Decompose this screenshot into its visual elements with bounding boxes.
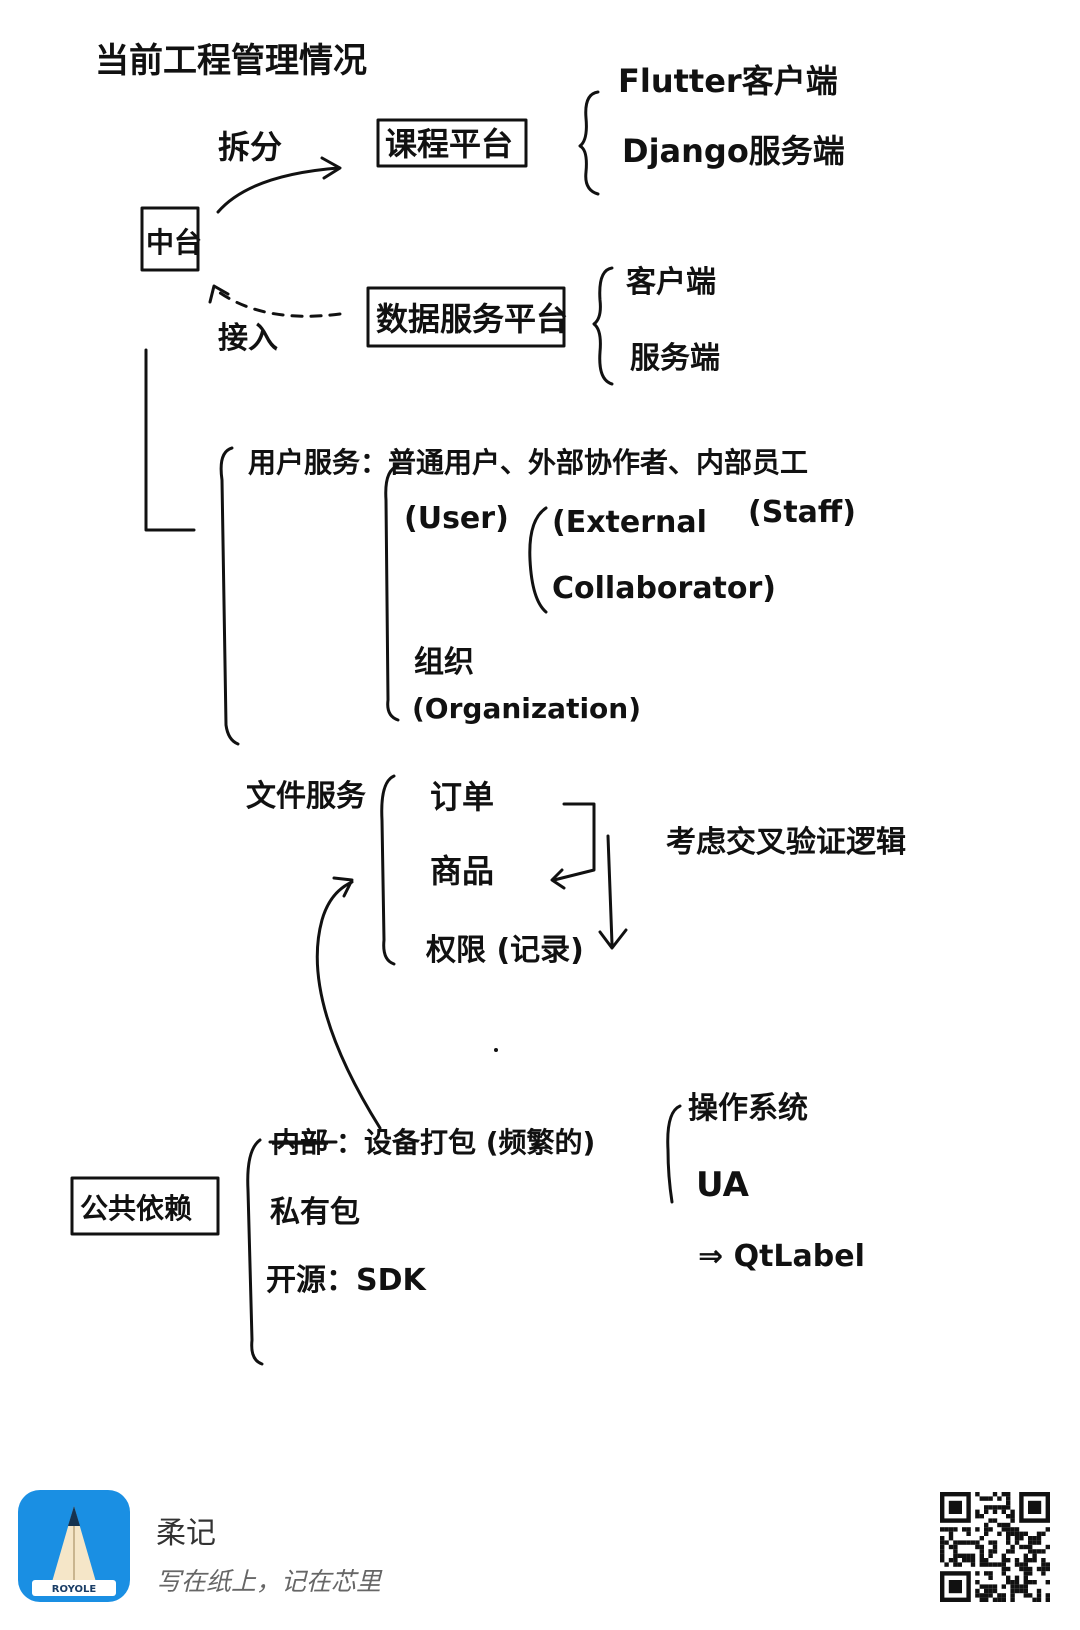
- external-paren: [528, 506, 548, 614]
- qtlabel-result: ⇒ QtLabel: [698, 1239, 865, 1274]
- deps-to-file-arrowhead: [332, 876, 354, 898]
- split-arrowhead: [320, 156, 342, 180]
- dep-private: 私有包: [270, 1195, 360, 1230]
- app-name: 柔记: [156, 1516, 216, 1551]
- dep-internal: ：设备打包 (频繁的): [336, 1126, 595, 1159]
- split-arrow: [216, 166, 340, 214]
- data-brace: [592, 266, 614, 386]
- access-label: 接入: [218, 321, 278, 356]
- access-arrow: [214, 288, 342, 318]
- middle-platform-box: [140, 206, 200, 272]
- qr-code: [936, 1488, 1054, 1606]
- os-item-system: 操作系统: [688, 1091, 808, 1126]
- user-type-user: (User): [404, 501, 509, 536]
- middle-platform-label: 中台: [146, 226, 202, 259]
- course-platform-box: [376, 118, 528, 168]
- data-item-server: 服务端: [630, 341, 720, 376]
- file-item-product: 商品: [430, 852, 494, 890]
- file-item-order: 订单: [430, 778, 494, 816]
- user-service-header: 用户服务：普通用户、外部协作者、内部员工: [248, 446, 808, 479]
- crosscheck-note: 考虑交叉验证逻辑: [666, 825, 906, 860]
- public-deps-brace: [246, 1138, 264, 1366]
- course-item-django: Django服务端: [622, 132, 845, 170]
- course-item-flutter: Flutter客户端: [618, 62, 838, 100]
- os-brace: [666, 1104, 682, 1204]
- file-item-permission: 权限 (记录): [425, 933, 584, 968]
- data-platform-box: [366, 286, 566, 348]
- middle-connector: [144, 348, 196, 532]
- royole-app-icon: ROYOLE: [18, 1490, 130, 1602]
- public-deps-label: 公共依赖: [80, 1192, 192, 1225]
- user-type-external: (External: [552, 505, 707, 540]
- data-platform-label: 数据服务平台: [376, 300, 568, 338]
- org-label: 组织: [414, 645, 474, 680]
- course-platform-label: 课程平台: [385, 125, 513, 163]
- crosscheck-arrow-up: [552, 802, 596, 882]
- public-deps-box: [70, 1176, 220, 1236]
- note-title: 当前工程管理情况: [95, 41, 367, 81]
- user-type-collaborator: Collaborator): [552, 571, 776, 606]
- data-item-client: 客户端: [626, 265, 716, 300]
- user-service-brace: [384, 464, 400, 722]
- app-slogan: 写在纸上，记在芯里: [156, 1567, 382, 1596]
- user-type-staff: (Staff): [748, 495, 856, 530]
- crosscheck-arrowhead-up: [550, 868, 566, 890]
- brand-label: ROYOLE: [52, 1584, 97, 1595]
- services-brace: [219, 446, 240, 746]
- crosscheck-arrowhead-down: [598, 928, 628, 950]
- access-arrowhead: [208, 284, 230, 304]
- os-item-ua: UA: [696, 1165, 750, 1205]
- file-service-brace: [380, 774, 396, 966]
- course-brace: [578, 90, 600, 196]
- file-service-label: 文件服务: [246, 779, 366, 814]
- deps-to-file-arrow: [315, 880, 382, 1130]
- crosscheck-arrow-down: [606, 834, 614, 946]
- ink-dot: [494, 1048, 498, 1052]
- split-label: 拆分: [218, 128, 282, 166]
- org-label-en: (Organization): [412, 692, 641, 725]
- dep-open-source: 开源：SDK: [266, 1263, 428, 1298]
